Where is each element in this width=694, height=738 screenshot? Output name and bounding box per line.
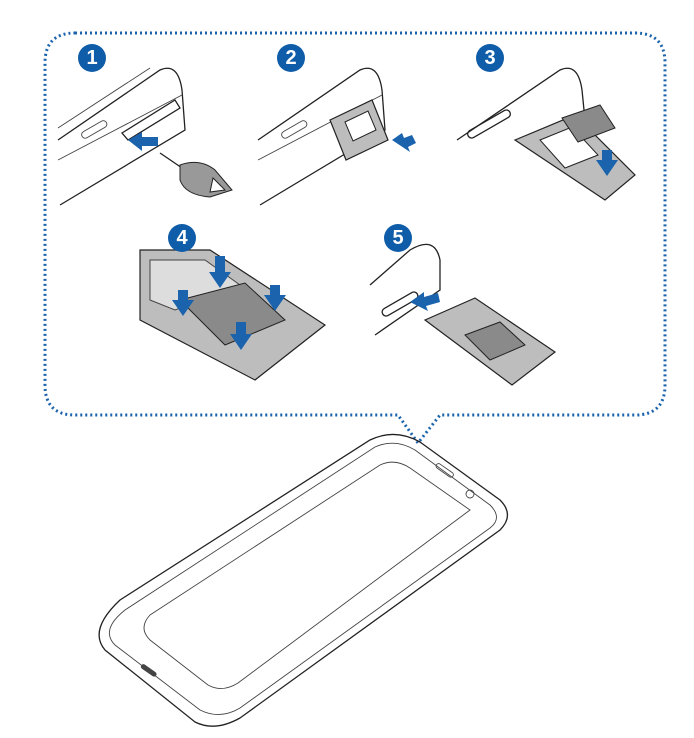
step-3-illustration xyxy=(456,67,636,201)
step-badge-5: 5 xyxy=(384,224,412,252)
step-1-illustration xyxy=(57,67,233,206)
step-4-illustration xyxy=(139,249,327,381)
step-badge-2: 2 xyxy=(277,44,305,72)
step-badge-1: 1 xyxy=(78,44,106,72)
step-5-illustration xyxy=(369,243,557,386)
phone-illustration xyxy=(98,433,509,727)
callout-bubble xyxy=(43,31,667,446)
step-2-illustration xyxy=(257,67,416,206)
step-badge-4: 4 xyxy=(168,224,196,252)
step-badge-3: 3 xyxy=(476,44,504,72)
